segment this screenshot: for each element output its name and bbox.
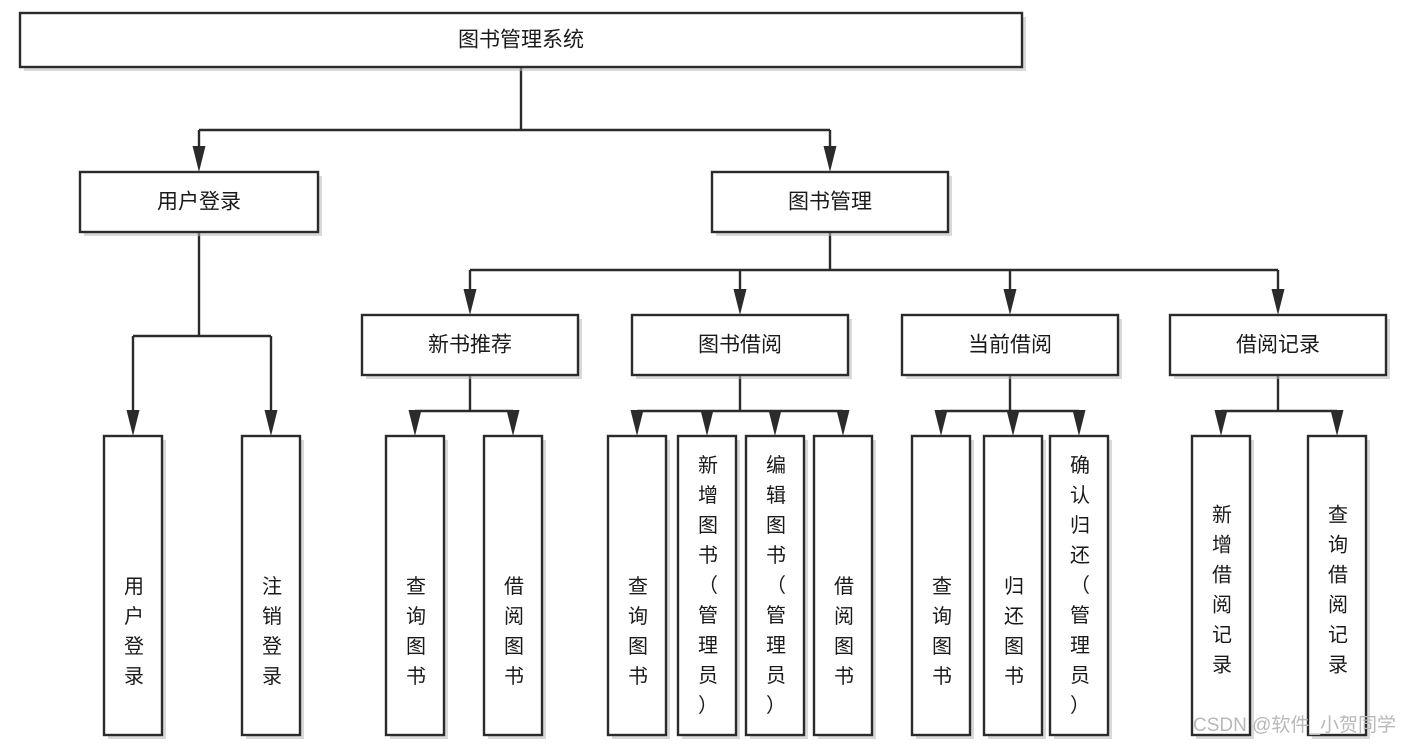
node-rect[interactable] <box>630 313 850 377</box>
node-user-login[interactable]: 用户登录 <box>78 170 322 236</box>
arrow-head-icon <box>836 410 850 436</box>
node-leaf-return-book[interactable]: 归还图书 <box>982 434 1046 739</box>
arrow-head-icon <box>264 410 278 436</box>
connector-layer <box>126 67 1344 436</box>
node-label: 注销登录 <box>262 575 282 688</box>
node-rect[interactable] <box>18 11 1024 69</box>
node-label: 图书借阅 <box>698 334 782 357</box>
arrow-head-icon <box>408 410 422 436</box>
arrow-head-icon <box>1330 410 1344 436</box>
node-rect[interactable] <box>744 434 806 737</box>
node-label: 新书推荐 <box>428 334 512 357</box>
arrow-head-icon <box>1003 289 1017 315</box>
arrow-head-icon <box>700 410 714 436</box>
node-rect[interactable] <box>606 434 668 737</box>
node-label: 图书管理系统 <box>458 29 584 52</box>
node-rect[interactable] <box>384 434 446 737</box>
node-leaf-add-book-admin[interactable]: 新增图书（管理员） <box>676 434 740 739</box>
node-leaf-confirm-return-admin[interactable]: 确认归还（管理员） <box>1048 434 1112 739</box>
node-leaf-add-borrow-record[interactable]: 新增借阅记录 <box>1190 434 1254 739</box>
node-new-book-rec[interactable]: 新书推荐 <box>360 313 582 379</box>
node-label: 归还图书 <box>1004 575 1024 688</box>
node-borrow-record[interactable]: 借阅记录 <box>1168 313 1390 379</box>
node-label: 查询图书 <box>406 575 426 688</box>
arrow-head-icon <box>463 289 477 315</box>
node-root[interactable]: 图书管理系统 <box>18 11 1026 71</box>
node-rect[interactable] <box>1048 434 1110 737</box>
node-rect[interactable] <box>482 434 544 737</box>
csdn-watermark: CSDN @软件_小贺同学 <box>1193 714 1396 736</box>
node-leaf-query-book-3[interactable]: 查询图书 <box>910 434 974 739</box>
arrow-head-icon <box>768 410 782 436</box>
node-label: 查询图书 <box>628 575 648 688</box>
node-label: 编辑图书（管理员） <box>766 454 786 717</box>
node-label: 图书管理 <box>788 191 872 214</box>
node-rect[interactable] <box>360 313 580 377</box>
node-rect[interactable] <box>812 434 874 737</box>
arrow-head-icon <box>126 410 140 436</box>
arrow-head-icon <box>630 410 644 436</box>
node-rect[interactable] <box>676 434 738 737</box>
node-rect[interactable] <box>900 313 1120 377</box>
node-label: 借阅图书 <box>834 575 854 688</box>
node-leaf-borrow-book-1[interactable]: 借阅图书 <box>482 434 546 739</box>
arrow-head-icon <box>1006 410 1020 436</box>
node-label: 借阅记录 <box>1236 334 1320 357</box>
arrow-head-icon <box>506 410 520 436</box>
node-rect[interactable] <box>910 434 972 737</box>
node-rect[interactable] <box>1190 434 1252 737</box>
node-label: 查询借阅记录 <box>1328 504 1348 677</box>
node-rect[interactable] <box>710 170 950 234</box>
node-rect[interactable] <box>240 434 302 737</box>
node-rect[interactable] <box>1168 313 1388 377</box>
node-rect[interactable] <box>78 170 320 234</box>
node-rect[interactable] <box>1306 434 1368 737</box>
arrow-head-icon <box>934 410 948 436</box>
node-leaf-query-book-2[interactable]: 查询图书 <box>606 434 670 739</box>
node-label: 用户登录 <box>157 191 241 214</box>
node-current-borrow[interactable]: 当前借阅 <box>900 313 1122 379</box>
node-book-borrow[interactable]: 图书借阅 <box>630 313 852 379</box>
node-label: 当前借阅 <box>968 334 1052 357</box>
node-leaf-user-login[interactable]: 用户登录 <box>102 434 166 739</box>
arrow-head-icon <box>823 146 837 172</box>
arrow-head-icon <box>733 289 747 315</box>
node-layer: 图书管理系统用户登录图书管理新书推荐图书借阅当前借阅借阅记录用户登录注销登录查询… <box>18 11 1390 739</box>
node-rect[interactable] <box>982 434 1044 737</box>
node-leaf-user-logout[interactable]: 注销登录 <box>240 434 304 739</box>
node-rect[interactable] <box>102 434 164 737</box>
node-book-manage[interactable]: 图书管理 <box>710 170 952 236</box>
node-label: 新增借阅记录 <box>1212 504 1232 677</box>
arrow-head-icon <box>1271 289 1285 315</box>
arrow-head-icon <box>1214 410 1228 436</box>
node-label: 新增图书（管理员） <box>698 454 718 717</box>
node-label: 查询图书 <box>932 575 952 688</box>
node-leaf-borrow-book-2[interactable]: 借阅图书 <box>812 434 876 739</box>
arrow-head-icon <box>1072 410 1086 436</box>
node-label: 借阅图书 <box>504 575 524 688</box>
node-leaf-query-book-1[interactable]: 查询图书 <box>384 434 448 739</box>
node-label: 用户登录 <box>124 576 144 688</box>
arrow-head-icon <box>192 146 206 172</box>
node-leaf-edit-book-admin[interactable]: 编辑图书（管理员） <box>744 434 808 739</box>
node-leaf-query-borrow-record[interactable]: 查询借阅记录 <box>1306 434 1370 739</box>
node-label: 确认归还（管理员） <box>1070 454 1090 717</box>
